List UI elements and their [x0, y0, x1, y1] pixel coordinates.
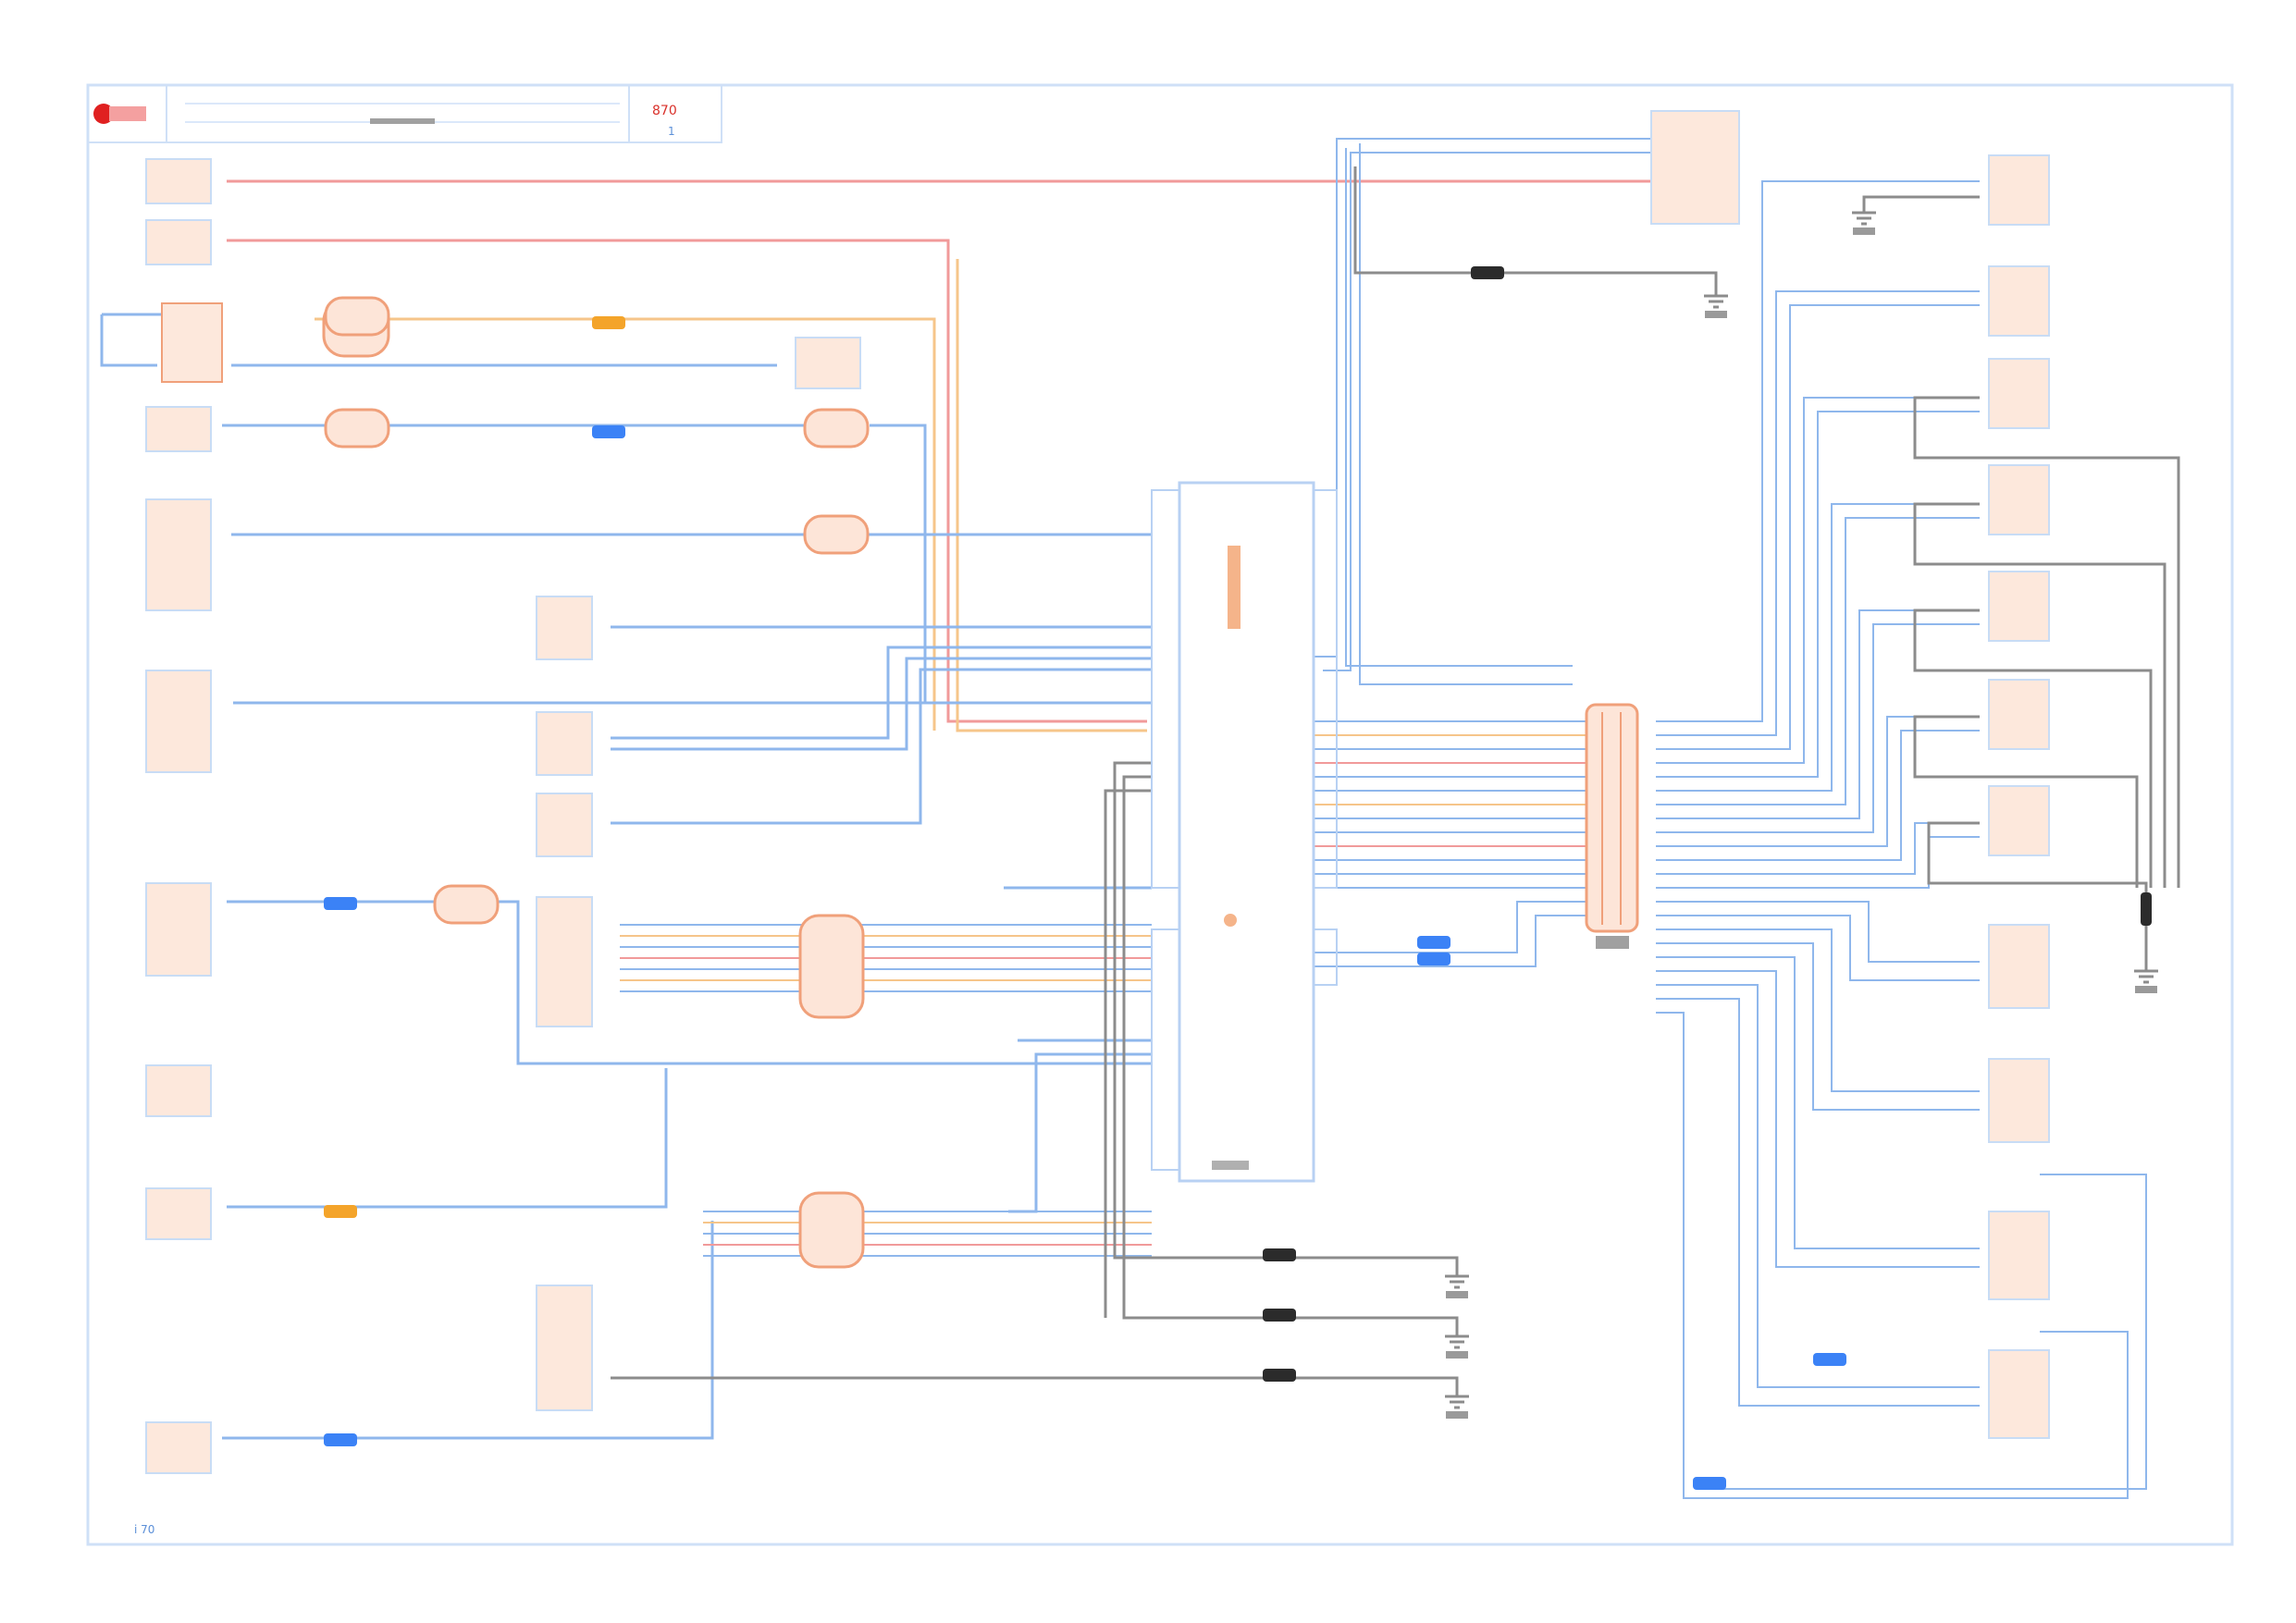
- inline-splices: [324, 266, 2152, 1490]
- component-box: [145, 158, 212, 204]
- junction-connector: [1585, 703, 1639, 949]
- brand-logo: [93, 104, 114, 124]
- component-box: [1988, 1349, 2050, 1439]
- page-number: 1: [668, 125, 675, 138]
- component-box: [536, 711, 593, 776]
- right-components: [1650, 110, 2050, 1439]
- component-box: [145, 1187, 212, 1240]
- component-box: [1988, 1058, 2050, 1143]
- ground-symbols: [1445, 211, 2158, 1419]
- signal-wires-right: [1314, 138, 2147, 1499]
- component-box: [145, 498, 212, 611]
- component-box: [145, 1421, 212, 1474]
- component-box: [1988, 571, 2050, 642]
- component-box: [795, 337, 861, 389]
- ground-icon: [2134, 969, 2158, 993]
- ground-icon: [1445, 1334, 1469, 1359]
- component-box: [145, 1064, 212, 1117]
- component-box: [536, 793, 593, 857]
- component-box: [145, 670, 212, 773]
- sheet-frame: [86, 83, 2234, 1546]
- sheet-code: 870: [652, 104, 677, 118]
- component-box: [536, 596, 593, 660]
- component-box: [1988, 1211, 2050, 1300]
- ground-wires: [611, 166, 2180, 1396]
- component-box: [536, 1285, 593, 1411]
- component-box: [536, 896, 593, 1027]
- left-components: [145, 158, 861, 1474]
- control-module: [1151, 481, 1338, 1183]
- component-box: [1988, 464, 2050, 535]
- component-box: [1988, 154, 2050, 226]
- ground-icon: [1445, 1274, 1469, 1298]
- component-box: [145, 406, 212, 452]
- inline-connectors: [322, 296, 870, 1269]
- footer-mark: i 70: [134, 1523, 154, 1536]
- signal-wires-left: [100, 313, 1152, 1440]
- component-box: [1988, 679, 2050, 750]
- component-box: [1988, 358, 2050, 429]
- ground-icon: [1445, 1395, 1469, 1419]
- harness-bundles: [620, 720, 1586, 1257]
- component-box: [145, 882, 212, 977]
- component-box: [1988, 924, 2050, 1009]
- component-box: [1650, 110, 1740, 225]
- ground-icon: [1852, 211, 1876, 235]
- component-box: [1988, 785, 2050, 856]
- ground-icon: [1704, 294, 1728, 318]
- title-block: 870 1: [87, 84, 722, 143]
- power-wires: [227, 179, 1660, 732]
- component-box: [145, 219, 212, 265]
- component-box: [1988, 265, 2050, 337]
- component-box: [161, 302, 223, 383]
